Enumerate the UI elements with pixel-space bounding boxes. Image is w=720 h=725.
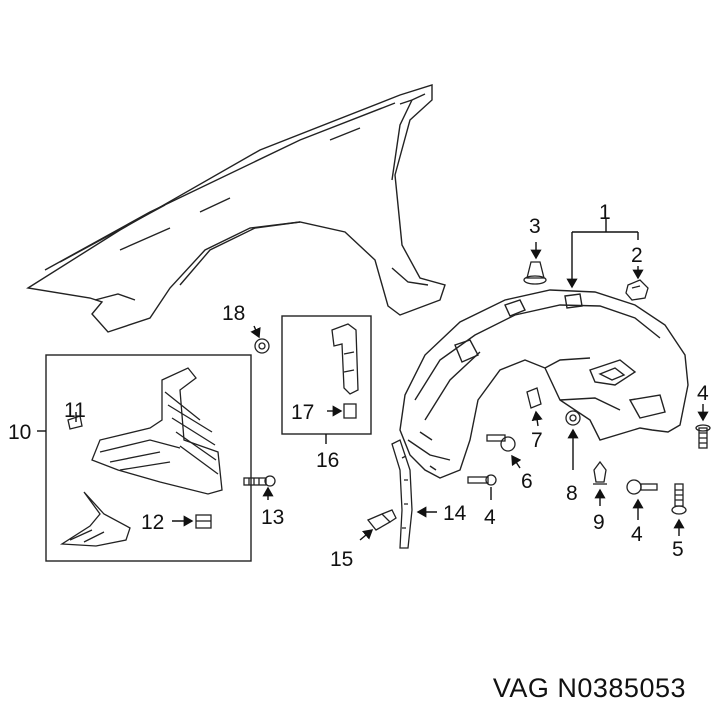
callout-3: 3 — [529, 215, 541, 238]
callout-2: 2 — [631, 244, 643, 267]
clip-icon-7 — [526, 387, 542, 409]
trim-strip-drawing-14 — [391, 439, 413, 549]
clip-icon-17 — [343, 403, 357, 419]
callout-6: 6 — [521, 470, 533, 493]
callout-4b: 4 — [484, 506, 496, 529]
callout-1: 1 — [599, 201, 611, 224]
nut-icon-8 — [565, 410, 581, 426]
mounting-bracket-drawing — [331, 323, 359, 395]
callout-11: 11 — [64, 399, 86, 422]
callout-13: 13 — [261, 506, 284, 529]
part-number-label: VAG N0385053 — [492, 673, 686, 703]
bolt-icon-5 — [671, 483, 687, 515]
splash-shield-drawing — [59, 367, 223, 547]
bolt-icon-13 — [243, 475, 276, 487]
callout-1-leader — [566, 218, 639, 289]
callout-5: 5 — [672, 538, 684, 561]
callout-4a: 4 — [697, 382, 709, 405]
clip-icon-9 — [593, 460, 607, 485]
bolt-icon-4a — [695, 424, 711, 449]
callout-6-arrow — [511, 454, 522, 469]
callout-7: 7 — [531, 429, 543, 452]
push-rivet-icon-15 — [366, 509, 397, 531]
wheelhouse-liner-drawing — [399, 289, 689, 479]
callout-16: 16 — [316, 449, 339, 472]
callout-15-arrow — [359, 529, 374, 541]
fender-panel-drawing — [26, 84, 446, 333]
callout-14: 14 — [443, 502, 467, 525]
callout-7-arrow — [531, 410, 543, 427]
callout-18: 18 — [222, 302, 245, 325]
nut-icon-18 — [254, 338, 270, 354]
callout-17: 17 — [291, 401, 314, 424]
callout-10: 10 — [8, 421, 31, 444]
callout-9: 9 — [593, 511, 605, 534]
screw-icon-4b — [467, 474, 497, 486]
callout-12: 12 — [141, 511, 164, 534]
nut-icon-12 — [195, 514, 212, 529]
push-pin-icon-3 — [523, 261, 547, 285]
screw-icon-6 — [486, 434, 516, 452]
callout-18-arrow — [250, 325, 261, 339]
clip-icon-2 — [625, 279, 649, 301]
callout-8: 8 — [566, 482, 578, 505]
callout-4c: 4 — [631, 523, 643, 546]
group-10-box — [45, 354, 252, 562]
screw-icon-4c — [626, 479, 658, 495]
callout-15: 15 — [330, 548, 353, 571]
